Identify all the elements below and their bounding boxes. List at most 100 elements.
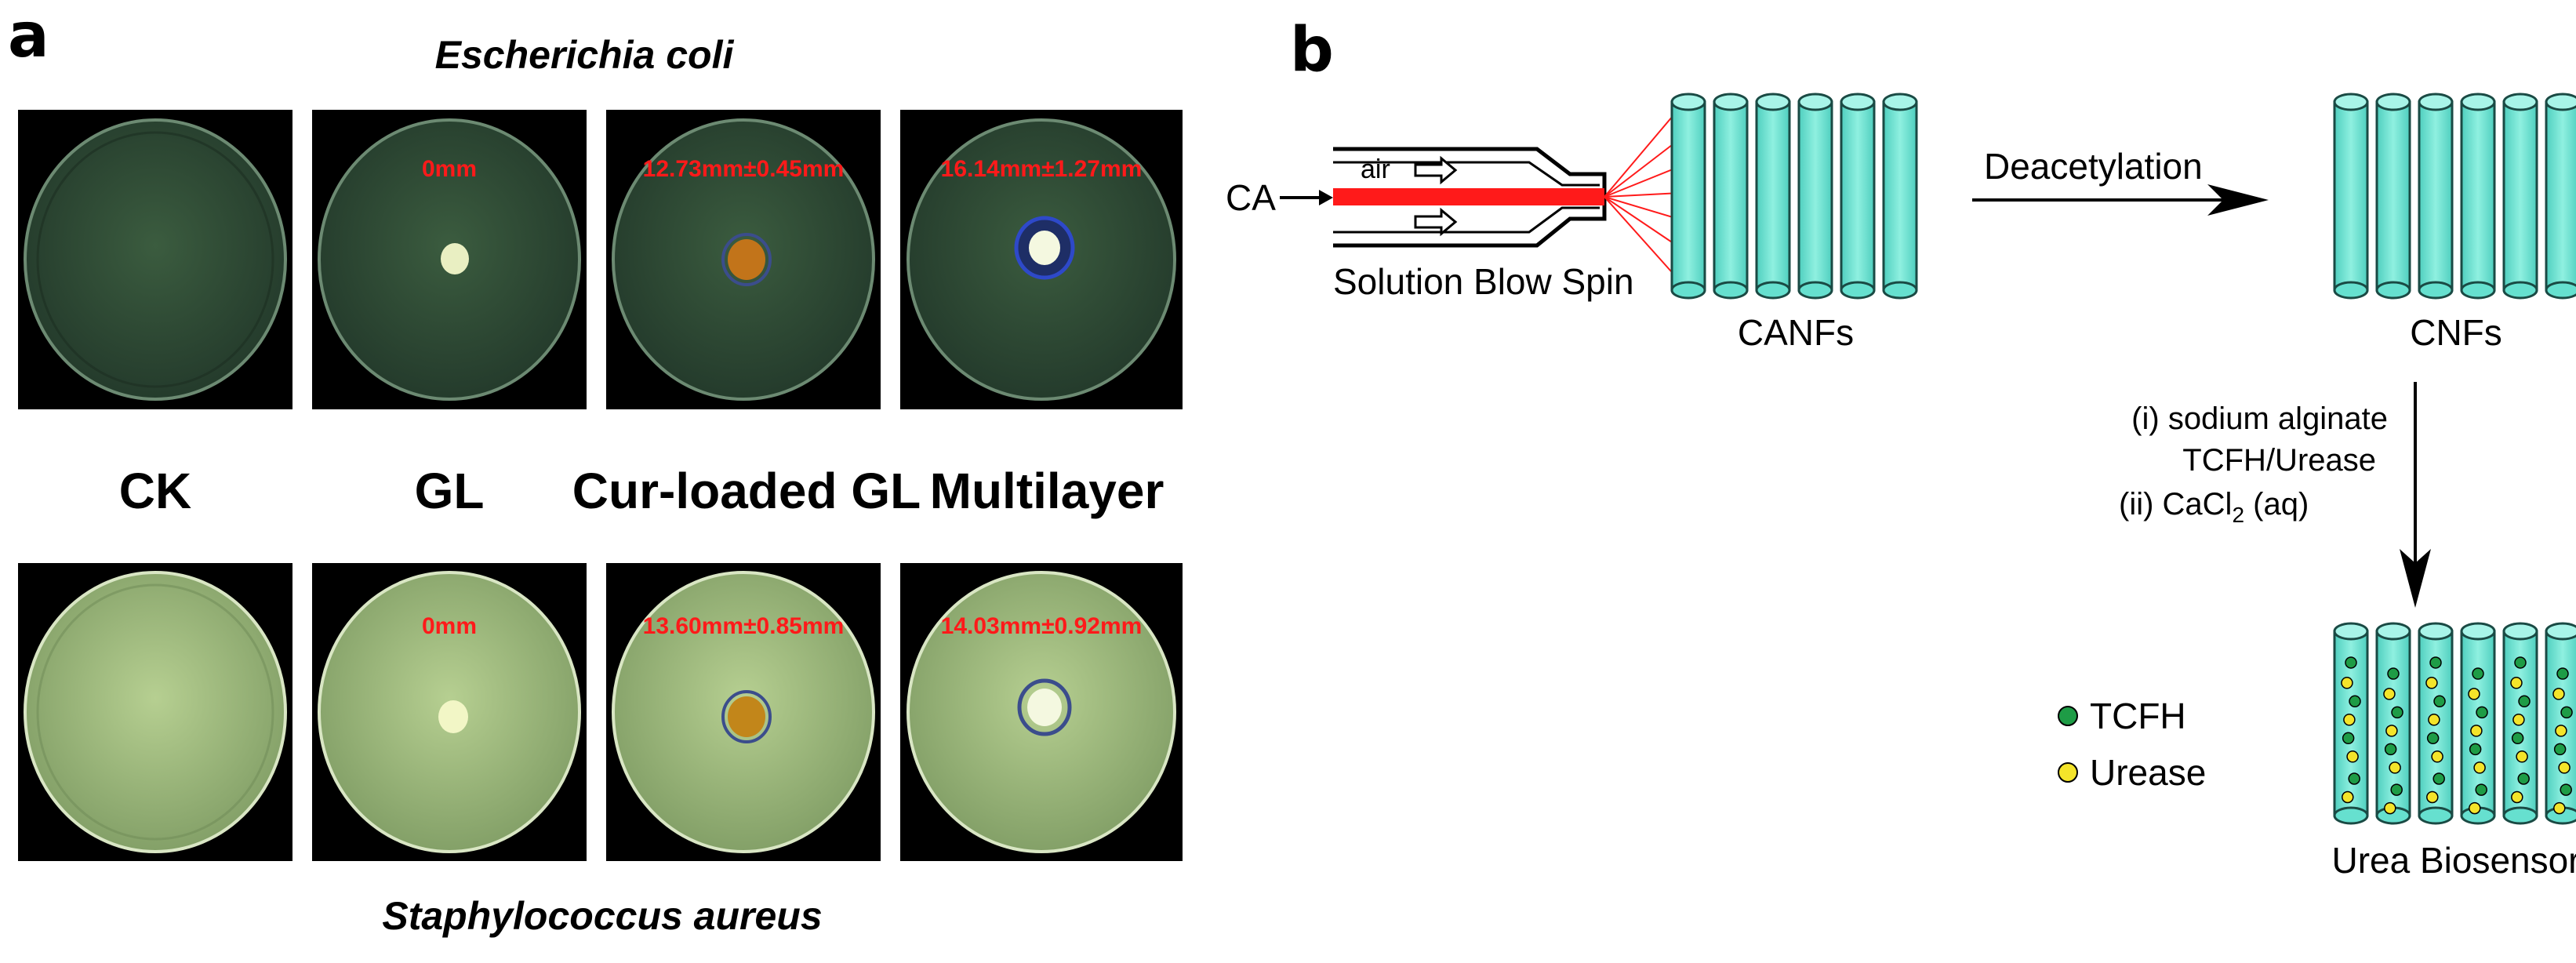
fiber-bottom: [2418, 281, 2454, 300]
fiber-bottom: [2333, 281, 2369, 300]
tcfh-dot: [2342, 732, 2355, 745]
tcfh-dot: [2514, 656, 2527, 669]
saureus-multilayer-sample-disc: [1027, 689, 1062, 726]
tcfh-dot: [2472, 667, 2484, 680]
panel-b-letter: b: [1290, 15, 1334, 85]
urease-dot: [2425, 677, 2438, 689]
fiber-top: [1840, 93, 1876, 111]
fiber-top: [2333, 622, 2369, 641]
ecoli-plate-multilayer: 16.14mm±1.27mm: [900, 110, 1183, 409]
saureus-plate-cur-loaded-gl: 13.60mm±0.85mm: [606, 563, 881, 861]
group-label-gl: GL: [415, 463, 485, 519]
saureus-multilayer-inhibition-ring: [1017, 678, 1072, 736]
legend-tcfh-marker: [2058, 706, 2078, 726]
saureus-multilayer-zone-label: 14.03mm±0.92mm: [941, 613, 1143, 639]
tcfh-dot: [2556, 667, 2569, 680]
saureus-cur-inhibition-ring: [721, 690, 772, 743]
urease-dot: [2341, 677, 2353, 689]
tcfh-dot: [2475, 783, 2487, 796]
fiber-top: [1797, 93, 1833, 111]
fiber-top: [2375, 622, 2411, 641]
ecoli-multilayer-zone-label: 16.14mm±1.27mm: [941, 156, 1143, 182]
panel-a-letter: a: [8, 1, 49, 71]
condition-line-3-suffix: (aq): [2244, 487, 2309, 521]
fiber-top: [2460, 622, 2496, 641]
urease-dot: [2473, 761, 2486, 774]
fiber-bottom: [2375, 281, 2411, 300]
fiber-top: [2545, 622, 2576, 641]
fiber-bottom: [1882, 281, 1918, 300]
tcfh-dot: [2518, 695, 2531, 708]
blow-spin-nozzle: air: [1333, 100, 1696, 287]
ecoli-cur-sample-disc: [728, 239, 765, 280]
ca-label: CA: [1226, 177, 1276, 218]
top-organism-label: Escherichia coli: [435, 33, 735, 77]
urease-dot: [2470, 725, 2483, 737]
saureus-cur-sample-disc: [728, 696, 765, 737]
air-label: air: [1361, 154, 1390, 184]
urease-dot: [2385, 725, 2398, 737]
tcfh-dot: [2432, 772, 2445, 785]
fiber-top: [1882, 93, 1918, 111]
urease-dot: [2558, 761, 2571, 774]
fiber-top: [2460, 93, 2496, 111]
fiber-body: [2418, 100, 2454, 292]
urease-dot: [2468, 688, 2480, 700]
fiber-body: [1670, 100, 1706, 292]
ecoli-gl-sample-disc: [441, 243, 469, 274]
fiber-body: [2375, 100, 2411, 292]
urease-dot: [2553, 801, 2566, 815]
deacetylation-label: Deacetylation: [1984, 146, 2203, 187]
canfs-label: CANFs: [1738, 312, 1854, 353]
saureus-cur-zone-label: 13.60mm±0.85mm: [643, 613, 845, 639]
urease-dot: [2426, 790, 2439, 804]
urease-dot: [2383, 688, 2396, 700]
polymer-jet: [1333, 188, 1604, 205]
urease-dot: [2555, 725, 2567, 737]
fiber-body: [1755, 100, 1791, 292]
legend-urease-label: Urease: [2090, 752, 2206, 793]
fiber-bottom: [2502, 806, 2538, 825]
condition-line-3: (ii) CaCl2 (aq): [2119, 487, 2309, 527]
legend-tcfh-label: TCFH: [2090, 696, 2186, 736]
tcfh-dot: [2345, 656, 2357, 669]
group-label-ck: CK: [119, 463, 191, 519]
fiber-top: [2375, 93, 2411, 111]
tcfh-dot: [2387, 667, 2400, 680]
urease-dot: [2516, 750, 2528, 763]
tcfh-dot: [2469, 743, 2482, 756]
canfs-fiber-bundle: [1670, 93, 1918, 300]
urease-dot: [2552, 688, 2565, 700]
ecoli-cur-inhibition-ring: [721, 233, 772, 286]
urease-dot: [2343, 714, 2356, 726]
tcfh-dot: [2511, 732, 2524, 745]
fiber-top: [1670, 93, 1706, 111]
group-label-multilayer: Multilayer: [930, 463, 1164, 519]
fiber-bottom: [2502, 281, 2538, 300]
fiber-bottom: [2333, 806, 2369, 825]
ecoli-cur-zone-label: 12.73mm±0.45mm: [643, 156, 845, 182]
saureus-plate-gl: 0mm: [312, 563, 587, 861]
fiber-body: [2460, 100, 2496, 292]
fiber-body: [2545, 100, 2576, 292]
fiber-body: [1713, 100, 1749, 292]
fiber-bottom: [1840, 281, 1876, 300]
fiber-top: [1755, 93, 1791, 111]
fiber-top: [2502, 93, 2538, 111]
tcfh-dot: [2429, 656, 2442, 669]
fiber-body: [1840, 100, 1876, 292]
fiber-bottom: [1713, 281, 1749, 300]
ecoli-plate-gl: 0mm: [312, 110, 587, 409]
ca-arrow-head-icon: [1319, 190, 1333, 205]
fiber-body: [1882, 100, 1918, 292]
fiber-body: [2333, 100, 2369, 292]
fiber-bottom: [2460, 281, 2496, 300]
fiber-body: [2502, 100, 2538, 292]
saureus-plate-multilayer: 14.03mm±0.92mm: [900, 563, 1183, 861]
ecoli-gl-zone-label: 0mm: [422, 156, 477, 182]
fiber-body: [1797, 100, 1833, 292]
urease-dot: [2346, 750, 2359, 763]
tcfh-dot: [2517, 772, 2530, 785]
urease-dot: [2431, 750, 2443, 763]
ecoli-multilayer-sample-disc: [1029, 231, 1060, 265]
